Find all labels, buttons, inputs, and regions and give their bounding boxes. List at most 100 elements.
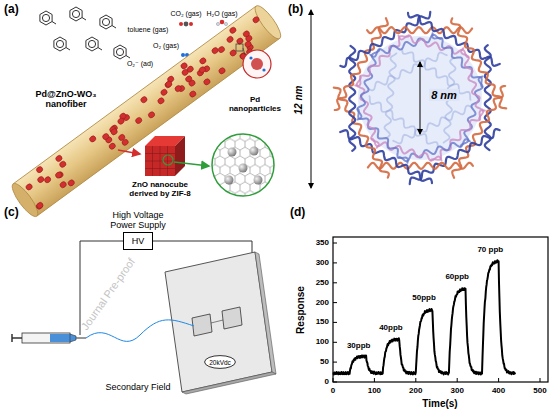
peak-label: 60ppb xyxy=(445,272,469,281)
aromatic-ring xyxy=(56,40,63,47)
pd-dot xyxy=(54,171,62,179)
alpha-helix xyxy=(349,46,355,151)
pd-dot xyxy=(198,66,206,74)
benzene-ring xyxy=(40,11,52,25)
alpha-helix xyxy=(334,88,389,178)
syringe-part xyxy=(11,334,13,342)
pd-dot xyxy=(217,45,225,53)
box-text: 20kVdc xyxy=(209,360,231,367)
pd-dot xyxy=(117,117,125,125)
methyl-bond xyxy=(52,22,56,25)
pd-dot xyxy=(37,175,45,183)
y-tick-label: 300 xyxy=(316,258,329,267)
x-tick xyxy=(540,378,541,382)
zno-nanocube-part xyxy=(175,136,185,176)
protein-cage xyxy=(334,12,506,184)
zno-nanocube xyxy=(145,136,185,176)
methyl-bond xyxy=(112,26,116,29)
watermark: Journal Pre-proof xyxy=(79,256,138,333)
syringe-part xyxy=(22,333,70,343)
pd-dot xyxy=(226,35,234,43)
pd-dot xyxy=(121,138,129,146)
pd-dot xyxy=(229,26,237,34)
axis-ticks xyxy=(333,243,540,382)
peak-label: 40ppb xyxy=(379,324,403,333)
gas-label: O₂ (gas) xyxy=(153,42,179,50)
alpha-helix xyxy=(367,27,472,33)
power-supply-box: High Voltage Power SupplyHV xyxy=(123,232,153,250)
y-tick-label: 250 xyxy=(316,278,329,287)
zoom-callout-part xyxy=(236,44,243,51)
pd-dot xyxy=(36,201,44,209)
alpha-helix xyxy=(393,106,471,144)
pd-dot xyxy=(134,116,142,124)
gas-molecules-part xyxy=(184,22,189,27)
box-text: HV xyxy=(132,237,145,246)
gas-molecules-part xyxy=(179,22,183,26)
y-tick-label: 150 xyxy=(316,318,329,327)
benzene-rings xyxy=(40,7,130,59)
panel-label: (a) xyxy=(4,3,19,16)
x-tick-label: 0 xyxy=(331,387,335,396)
alpha-helix xyxy=(335,18,388,110)
dimension-label: 12 nm xyxy=(293,86,304,115)
zoom-callout-part xyxy=(262,68,265,71)
cube-label: ZnO nanocube derived by ZIF-8 xyxy=(117,181,203,199)
alpha-helix xyxy=(368,163,473,169)
response-curve xyxy=(333,260,515,374)
zno-nanocube-part xyxy=(145,146,175,176)
x-tick-label: 300 xyxy=(451,387,464,396)
pd-on-framework-part xyxy=(225,176,234,185)
nanofiber xyxy=(8,3,284,220)
fiber-label: Pd@ZnO-WO₃ nanofiber xyxy=(27,90,105,110)
benzene-ring xyxy=(70,7,82,21)
pd-on-framework-part xyxy=(212,134,274,196)
pd-dot xyxy=(199,57,207,65)
pd-dot xyxy=(164,81,172,89)
box-heading: High Voltage Power Supply xyxy=(105,211,171,231)
peak-label: 30ppb xyxy=(347,342,371,351)
voltmeter-oval: 20kVdc xyxy=(204,355,236,369)
adsorbate-label: O₂⁻ (ad) xyxy=(127,60,153,68)
y-tick-label: 50 xyxy=(320,358,329,367)
syringe-part xyxy=(70,334,76,342)
y-tick xyxy=(333,262,337,263)
aromatic-ring xyxy=(88,40,95,47)
gas-label: toluene (gas) xyxy=(128,26,169,34)
syringe-part xyxy=(50,334,70,342)
pd-dot xyxy=(218,67,226,75)
pd-dot xyxy=(35,165,43,173)
alpha-helix xyxy=(408,13,500,66)
benzene-ring xyxy=(100,15,112,29)
syringe-part xyxy=(12,337,22,339)
zoom-callout xyxy=(236,44,271,78)
peak-label: 50ppb xyxy=(412,293,436,302)
pd-dot xyxy=(67,179,75,187)
gas-molecules-part xyxy=(224,22,227,25)
alpha-helix xyxy=(410,129,500,184)
alpha-helix xyxy=(451,18,506,108)
pd-dot xyxy=(242,30,250,38)
aromatic-ring xyxy=(42,14,49,21)
zno-nanocube-part xyxy=(163,155,173,165)
dimension-arrow xyxy=(420,62,421,134)
panel-label: (b) xyxy=(288,3,303,16)
y-tick xyxy=(333,382,337,383)
panel-label: (d) xyxy=(290,206,305,219)
collector-plate-part xyxy=(255,252,276,374)
pd-dot xyxy=(203,78,211,86)
methyl-bond xyxy=(126,56,130,59)
pd-on-framework-part xyxy=(210,132,276,198)
dimension-label: 8 nm xyxy=(429,89,459,101)
pd-on-framework-part xyxy=(239,164,248,173)
gas-molecules-part xyxy=(216,22,219,25)
aromatic-ring xyxy=(72,10,79,17)
red-arrow xyxy=(118,150,140,154)
pd-dot xyxy=(43,176,51,184)
gas-label: H₂O (gas) xyxy=(206,10,237,18)
methyl-bond xyxy=(82,18,86,21)
zno-nanocube-part xyxy=(145,146,175,176)
x-tick xyxy=(457,378,458,382)
pd-dot xyxy=(164,80,172,88)
